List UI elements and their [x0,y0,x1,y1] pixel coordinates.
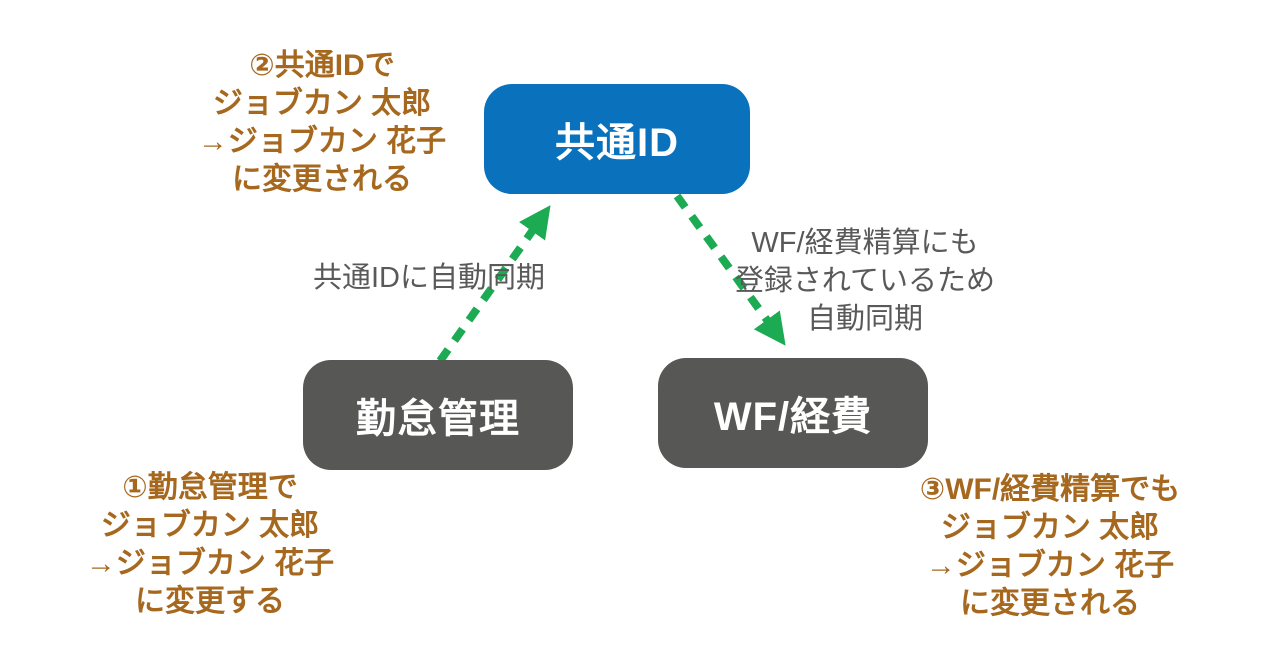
edge-label-wf-sync-line2: 登録されているため [734,265,996,297]
node-attendance-label: 勤怠管理 [356,397,520,441]
edge-label-wf-sync: WF/経費精算にも 登録されているため 自動同期 [705,224,1025,338]
annotation-step1-line4: に変更する [135,585,285,618]
node-wf-expense-label: WF/経費 [713,395,873,439]
annotation-step2-line2: ジョブカン 太郎 [212,87,432,120]
node-wf-expense: WF/経費 [658,358,928,468]
edge-label-wf-sync-line3: 自動同期 [806,303,923,335]
annotation-step3-line4: に変更される [960,587,1140,620]
annotation-step2-line1: ②共通IDで [249,49,395,82]
annotation-step1-line2: ジョブカン 太郎 [100,509,320,542]
annotation-step2-line4: に変更される [232,163,412,196]
annotation-step1: ①勤怠管理で ジョブカン 太郎 →ジョブカン 花子 に変更する [50,469,370,621]
node-attendance: 勤怠管理 [303,360,573,470]
annotation-step1-line3: →ジョブカン 花子 [85,547,335,580]
annotation-step3-line2: ジョブカン 太郎 [940,511,1160,544]
annotation-step3-line3: →ジョブカン 花子 [925,549,1175,582]
node-common-id: 共通ID [484,84,750,194]
arrow-attendance-to-commonid [436,205,551,364]
edge-label-auto-sync: 共通IDに自動同期 [279,259,579,297]
edge-label-wf-sync-line1: WF/経費精算にも [751,227,979,259]
annotation-step2-line3: →ジョブカン 花子 [197,125,447,158]
arrow-commonid-to-wf [673,193,786,346]
annotation-step2: ②共通IDで ジョブカン 太郎 →ジョブカン 花子 に変更される [162,47,482,199]
edge-label-auto-sync-text: 共通IDに自動同期 [312,262,545,294]
node-common-id-label: 共通ID [555,121,679,165]
annotation-step1-line1: ①勤怠管理で [122,471,298,504]
annotation-step3: ③WF/経費精算でも ジョブカン 太郎 →ジョブカン 花子 に変更される [870,471,1230,623]
annotation-step3-line1: ③WF/経費精算でも [919,473,1181,506]
